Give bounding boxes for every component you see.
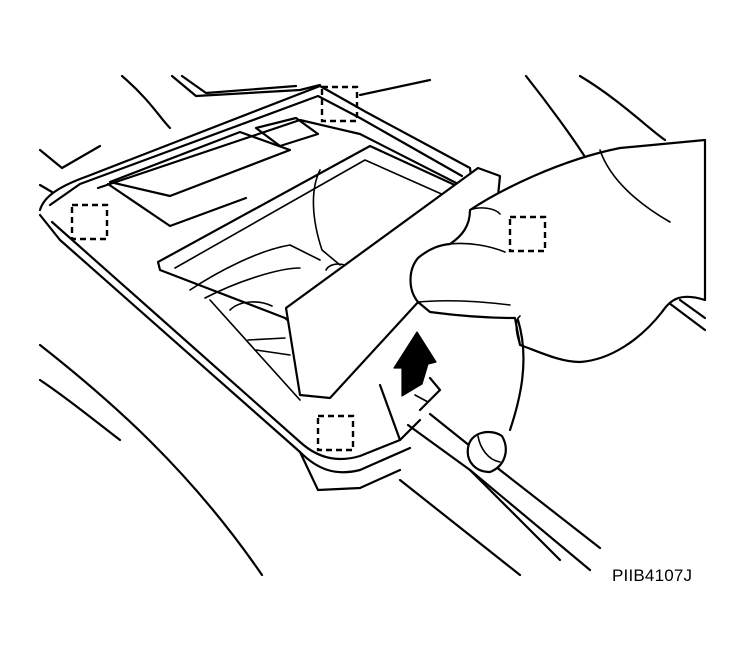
clip-marker-top [320,85,359,123]
clip-marker-right [508,215,547,253]
clip-location-markers [70,85,547,452]
clip-marker-bottom [316,414,355,452]
hand [409,138,707,364]
figure-code: PIIB4107J [612,566,693,585]
center-console-background [38,74,707,577]
shift-lever [378,318,602,572]
console-finisher-panel [38,84,474,492]
lift-direction-arrow-icon [393,331,437,397]
clip-marker-left [70,203,109,241]
